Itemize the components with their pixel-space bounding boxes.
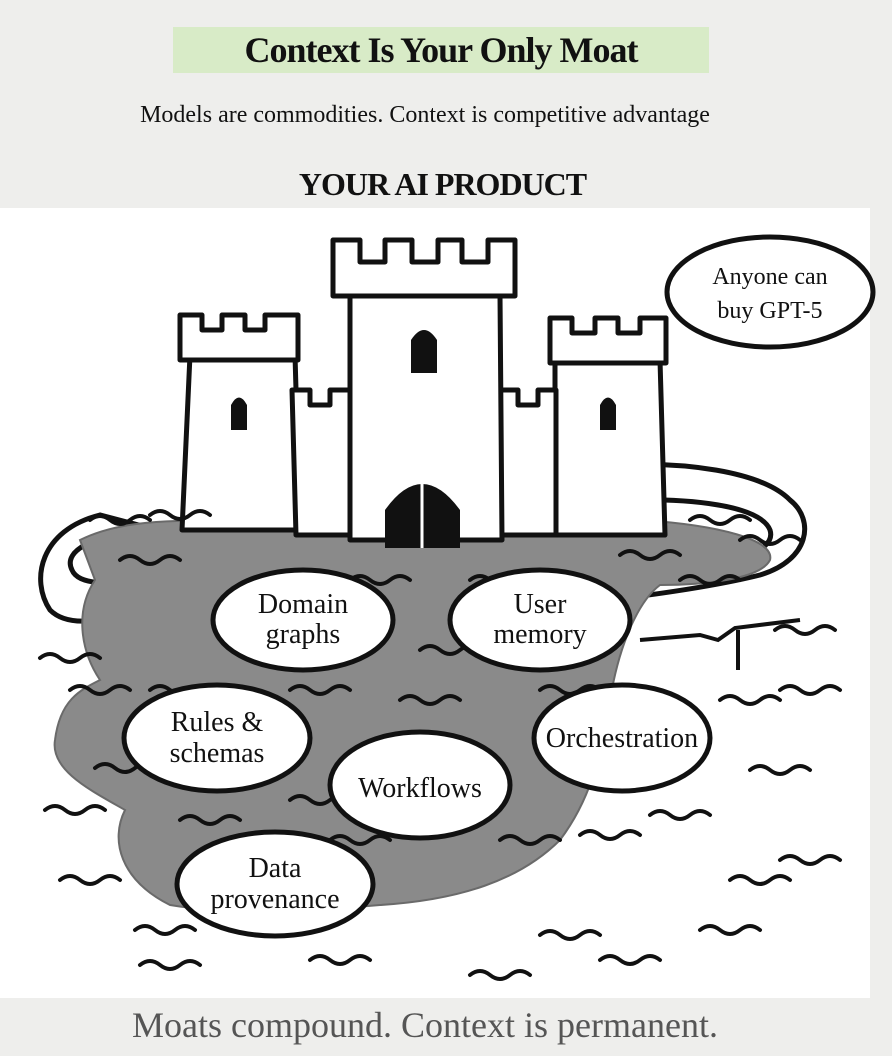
title-banner: Context Is Your Only Moat (173, 27, 709, 73)
page-subtitle: Models are commodities. Context is compe… (0, 102, 850, 129)
moat-item-user-memory: User memory (450, 570, 630, 670)
footer-tagline: Moats compound. Context is permanent. (0, 1004, 850, 1046)
page-title: Context Is Your Only Moat (244, 29, 637, 71)
moat-item-label: Data (249, 853, 302, 884)
left-tower (182, 355, 300, 530)
left-wall (292, 390, 350, 535)
moat-item-label: Rules & (171, 707, 264, 738)
moat-item-label: Orchestration (546, 723, 698, 754)
right-tower (555, 360, 665, 535)
castle-illustration: Anyone can buy GPT-5 Domain graphs User … (0, 208, 892, 998)
moat-item-label: User (514, 589, 568, 620)
moat-item-label: memory (493, 619, 586, 650)
left-tower-battlements (180, 315, 298, 360)
moat-item-data-provenance: Data provenance (177, 832, 373, 936)
moat-item-label: Workflows (358, 773, 482, 804)
moat-item-label: Domain (258, 589, 348, 620)
moat-item-label: provenance (210, 884, 339, 915)
diagram-heading: YOUR AI PRODUCT (0, 166, 885, 203)
left-tower-window (231, 398, 247, 431)
moat-item-domain-graphs: Domain graphs (213, 570, 393, 670)
right-tower-battlements (550, 318, 666, 363)
moat-item-rules-schemas: Rules & schemas (124, 685, 310, 791)
right-wall (500, 390, 556, 535)
moat-item-orchestration: Orchestration (534, 685, 710, 791)
moat-item-label: graphs (266, 619, 341, 650)
right-tower-window (600, 398, 616, 431)
moat-item-workflows: Workflows (330, 732, 510, 838)
callout-bubble: Anyone can buy GPT-5 (667, 237, 873, 347)
moat-item-label: schemas (170, 738, 265, 769)
callout-line-2: buy GPT-5 (717, 298, 822, 324)
keep-window (411, 330, 437, 373)
callout-line-1: Anyone can (712, 264, 827, 290)
